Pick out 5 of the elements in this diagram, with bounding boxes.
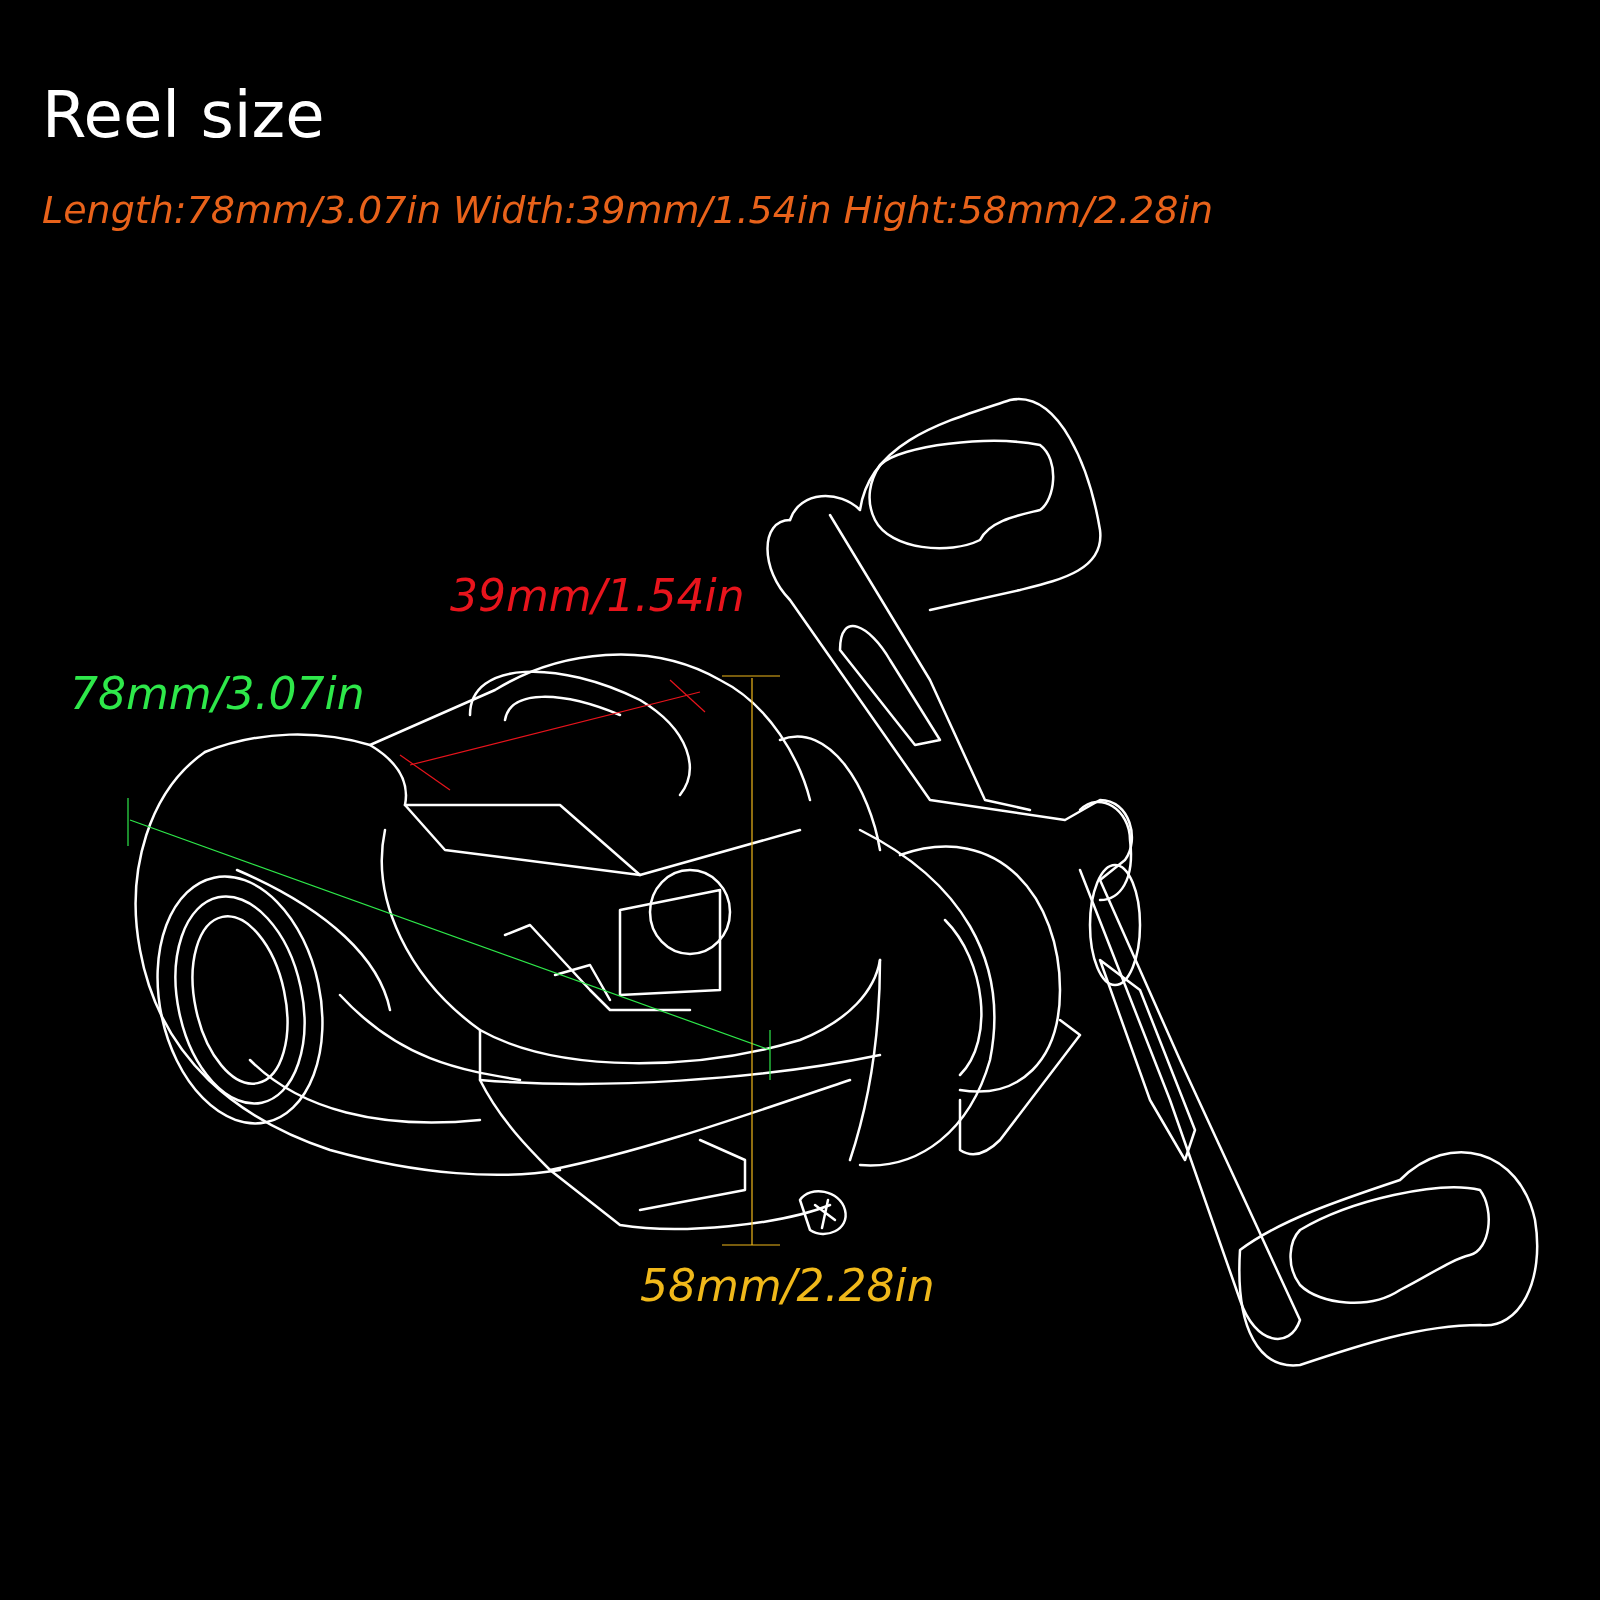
title: Reel size xyxy=(42,78,325,152)
dimension-label: 58mm/2.28in xyxy=(640,1260,935,1311)
dimension-summary: Length:78mm/3.07in Width:39mm/1.54in Hight:58mm/2.28in xyxy=(42,188,1214,232)
dimension-label: 39mm/1.54in xyxy=(450,570,745,621)
dimension-label: 78mm/3.07in xyxy=(70,668,365,719)
